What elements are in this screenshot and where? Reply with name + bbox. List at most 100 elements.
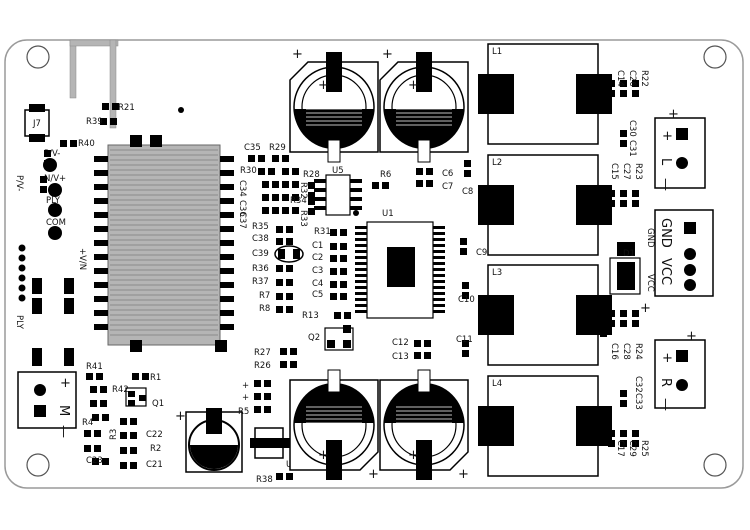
- svg-text:+: +: [318, 448, 329, 463]
- plus-mark-vcc: +: [640, 301, 651, 316]
- plus-mark-r5-b: +: [242, 393, 249, 403]
- svg-text:+: +: [318, 78, 329, 93]
- label-c32: C32: [633, 376, 643, 393]
- connector-l-plus: +: [662, 129, 673, 144]
- label-r6: R6: [380, 170, 391, 180]
- label-c6: C6: [442, 169, 453, 179]
- label-c17: C17: [615, 440, 625, 457]
- label-r25: R25: [639, 440, 649, 457]
- connector-r-top-plus: +: [686, 329, 697, 344]
- label-r22: R22: [639, 70, 649, 87]
- mounting-hole-bottom-left: [26, 453, 50, 477]
- svg-text:+: +: [458, 467, 469, 482]
- label-p-v-minus: P/V-: [44, 149, 60, 159]
- label-r30: R30: [240, 166, 257, 176]
- label-r21: R21: [118, 103, 135, 113]
- label-r24: R24: [633, 343, 643, 360]
- label-c14: C14: [615, 70, 625, 87]
- mounting-hole-top-right: [703, 45, 727, 69]
- svg-text:+: +: [292, 47, 303, 62]
- mounting-hole-top-left: [26, 45, 50, 69]
- label-c34: C34: [237, 180, 247, 197]
- connector-r-plus: +: [662, 351, 673, 366]
- big-capacitors: + + + + + + + +: [289, 47, 469, 482]
- module-stripes: [110, 149, 218, 336]
- svg-text:L2: L2: [492, 158, 502, 168]
- bluetooth-module: [94, 135, 234, 352]
- label-c39: C39: [252, 249, 269, 259]
- label-r1: R1: [150, 373, 161, 383]
- svg-text:+: +: [382, 47, 393, 62]
- svg-text:+: +: [408, 448, 419, 463]
- svg-text:+: +: [408, 78, 419, 93]
- label-r7: R7: [259, 291, 270, 301]
- svg-text:+: +: [368, 467, 379, 482]
- label-p-v-side: P/V-: [14, 175, 24, 191]
- label-c38: C38: [252, 234, 269, 244]
- connector-l: + L —: [654, 117, 706, 191]
- label-d1: D1: [623, 249, 635, 259]
- connector-m: + M —: [17, 371, 77, 438]
- label-r40: R40: [78, 139, 95, 149]
- antenna-trace: [69, 39, 119, 129]
- label-c10: C10: [458, 295, 475, 305]
- svg-text:L3: L3: [492, 268, 502, 278]
- label-r26: R26: [254, 361, 271, 371]
- label-r29: R29: [269, 143, 286, 153]
- label-c7: C7: [442, 182, 453, 192]
- label-ply-pad: PLY: [46, 196, 61, 206]
- polarity-markers: + + +: [242, 301, 651, 403]
- label-u5: U5: [332, 166, 344, 176]
- label-r13: R13: [302, 311, 319, 321]
- connector-r-minus: —: [658, 398, 673, 411]
- connector-l-letter: L: [658, 158, 673, 166]
- label-c8: C8: [462, 187, 473, 197]
- label-c37: C37: [237, 212, 247, 229]
- label-ply-side: PLY: [14, 315, 24, 330]
- plus-mark-r5-a: +: [242, 381, 249, 391]
- label-c13: C13: [392, 352, 409, 362]
- connector-vcc: VCC: [658, 258, 673, 285]
- label-c31: C31: [627, 140, 637, 157]
- label-r31: R31: [314, 227, 331, 237]
- j7-component: J7: [24, 104, 50, 142]
- label-r32: R32: [298, 182, 308, 199]
- small-cap-plus: +: [175, 409, 186, 424]
- label-c29: C29: [627, 440, 637, 457]
- mounting-hole-bottom-right: [703, 453, 727, 477]
- label-r2: R2: [150, 444, 161, 454]
- u1-amplifier-ic: U1: [355, 209, 445, 319]
- d1-diode: D1: [609, 242, 641, 295]
- label-vcc-small: VCC: [645, 274, 655, 292]
- label-n-v-side: +V/N: [77, 248, 87, 270]
- label-r5: R5: [238, 407, 249, 417]
- label-r4: R4: [82, 418, 93, 428]
- label-c11: C11: [456, 335, 473, 345]
- connector-m-minus: —: [56, 425, 71, 438]
- label-r23: R23: [633, 163, 643, 180]
- label-q1: Q1: [152, 399, 164, 409]
- label-r41: R41: [86, 362, 103, 372]
- label-c26: C26: [627, 70, 637, 87]
- small-electrolytic-cap: +: [175, 408, 243, 473]
- connector-r: + R —: [654, 339, 706, 411]
- connector-r-letter: R: [658, 378, 673, 387]
- label-r28: R28: [303, 170, 320, 180]
- label-c2: C2: [312, 253, 323, 263]
- label-c1: C1: [312, 241, 323, 251]
- module-pads-left: [94, 156, 108, 330]
- tall-pads-left: [32, 278, 74, 366]
- module-pads-right: [220, 156, 234, 330]
- connector-l-minus: —: [658, 178, 673, 191]
- label-u1: U1: [382, 209, 394, 219]
- u5-chip: U5: [314, 166, 362, 216]
- label-r8: R8: [259, 304, 270, 314]
- connector-m-plus: +: [60, 376, 71, 391]
- label-c9: C9: [476, 248, 487, 258]
- label-c28: C28: [621, 343, 631, 360]
- connector-power: GND VCC: [654, 209, 714, 297]
- label-c22: C22: [146, 430, 163, 440]
- label-r36: R36: [252, 264, 269, 274]
- connector-m-letter: M: [56, 405, 71, 416]
